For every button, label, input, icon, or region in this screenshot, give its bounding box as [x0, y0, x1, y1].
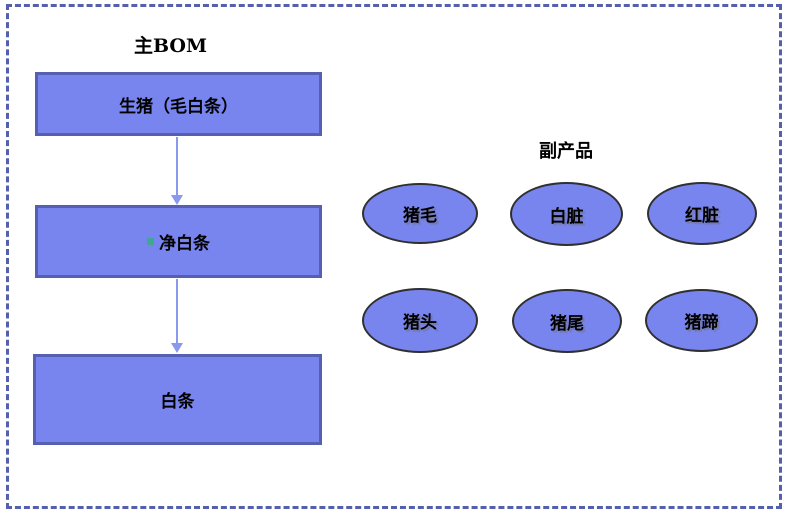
main-bom-title: 主BOM — [134, 35, 207, 57]
byproduct-label: 红脏 — [685, 206, 719, 226]
byproduct-ellipse-pig-head: 猪头 — [362, 288, 478, 353]
flow-box-label: 生猪（毛白条） — [119, 96, 238, 117]
byproducts-title: 副产品 — [539, 141, 593, 162]
flow-box-clean-carcass: 净白条 — [35, 205, 322, 278]
byproduct-ellipse-pig-hair: 猪毛 — [362, 183, 478, 244]
byproduct-label: 猪尾 — [550, 313, 584, 334]
byproduct-ellipse-pig-trotter: 猪蹄 — [645, 289, 758, 352]
byproduct-label: 猪毛 — [403, 206, 437, 226]
flow-box-carcass: 白条 — [33, 354, 322, 445]
arrow-shaft — [176, 137, 178, 196]
byproduct-ellipse-pig-tail: 猪尾 — [512, 289, 622, 353]
flow-box-label: 净白条 — [159, 234, 210, 254]
flow-box-live-pig: 生猪（毛白条） — [35, 72, 322, 136]
arrow-head-icon — [171, 195, 183, 205]
down-arrow — [171, 279, 183, 353]
flow-box-label: 白条 — [160, 392, 195, 412]
dashed-frame-border — [6, 4, 782, 509]
byproduct-label: 白脏 — [549, 206, 584, 227]
arrow-head-icon — [171, 343, 183, 353]
down-arrow — [171, 137, 183, 205]
byproduct-ellipse-red-organs: 红脏 — [647, 182, 757, 245]
byproduct-label: 猪头 — [403, 313, 437, 333]
byproduct-label: 猪蹄 — [684, 313, 719, 333]
byproduct-ellipse-white-organs: 白脏 — [510, 182, 623, 246]
arrow-shaft — [176, 279, 178, 344]
bullet-square-icon — [147, 238, 154, 245]
